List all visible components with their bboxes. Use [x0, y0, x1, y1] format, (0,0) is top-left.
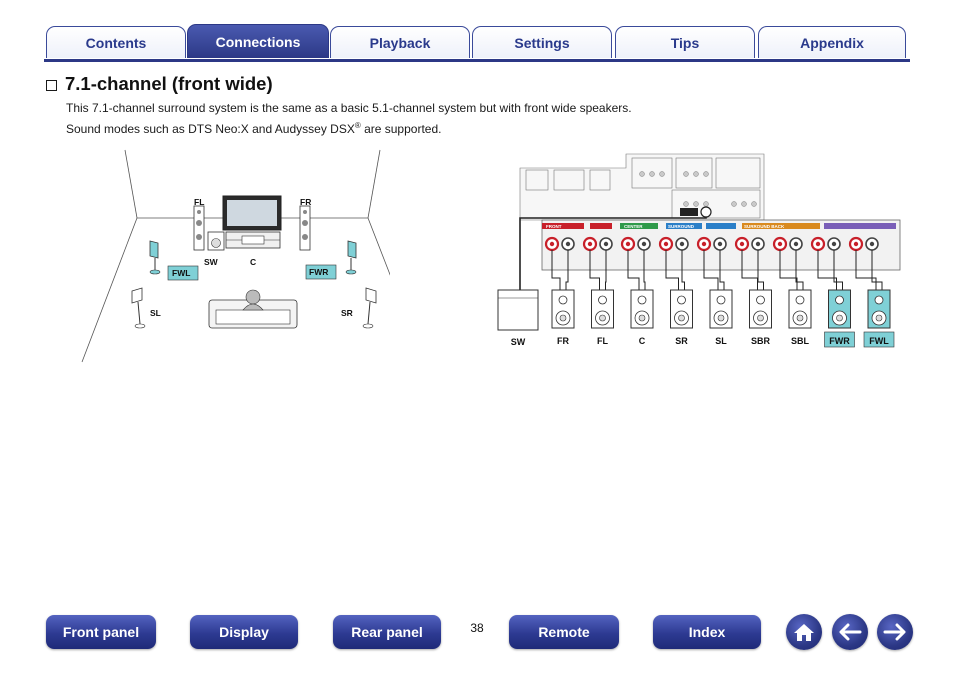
speaker-sr-icon	[362, 287, 377, 329]
section-description: This 7.1-channel surround system is the …	[66, 99, 632, 138]
rear-panel-button[interactable]: Rear panel	[333, 615, 441, 649]
room-layout-diagram: FL FR SW C FWL FWR SL SR	[81, 149, 390, 363]
display-button[interactable]: Display	[190, 615, 298, 649]
label-c: C	[250, 257, 256, 267]
registered-mark: ®	[354, 121, 361, 130]
tab-underline	[44, 59, 910, 62]
speaker-fr-icon	[551, 289, 575, 329]
terminal-label-center: CENTER	[624, 224, 643, 229]
speaker-label: SBL	[791, 336, 810, 346]
speaker-sr-icon	[670, 289, 693, 329]
tab-bar: Contents Connections Playback Settings T…	[44, 24, 910, 62]
page-title: 7.1-channel (front wide)	[65, 73, 273, 94]
speaker-fr-icon	[299, 205, 311, 251]
tv-icon	[222, 195, 282, 249]
section-heading: 7.1-channel (front wide)	[46, 73, 273, 95]
back-button[interactable]	[832, 614, 868, 650]
description-text: Sound modes such as DTS Neo:X and Audyss…	[66, 122, 355, 136]
speaker-label: FWR	[829, 336, 850, 346]
home-icon	[794, 624, 814, 641]
speaker-terminals	[544, 236, 879, 252]
speaker-label: SW	[511, 337, 526, 347]
speaker-sbl-icon	[788, 289, 812, 329]
tab-label: Appendix	[800, 34, 864, 51]
subwoofer-icon	[207, 231, 225, 251]
forward-button[interactable]	[877, 614, 913, 650]
tab-label: Tips	[670, 34, 700, 51]
button-label: Display	[219, 624, 269, 640]
tab-label: Contents	[85, 34, 147, 51]
button-label: Front panel	[62, 624, 140, 640]
label-fr: FR	[300, 197, 311, 207]
speaker-sbr-icon	[749, 289, 772, 329]
receiver-rear-panel-icon	[519, 153, 765, 221]
speaker-label: FWL	[869, 336, 889, 346]
label-sl: SL	[150, 308, 161, 318]
label-sr: SR	[341, 308, 353, 318]
home-button[interactable]	[786, 614, 822, 650]
speaker-fwr-icon	[345, 240, 357, 275]
speaker-fwl-icon	[867, 289, 891, 329]
terminal-label-surround-back: SURROUND BACK	[744, 224, 785, 229]
speaker-fl-icon	[591, 289, 614, 329]
speaker-label: C	[639, 336, 646, 346]
terminal-label-surround: SURROUND	[668, 224, 695, 229]
terminal-label-front: FRONT	[546, 224, 562, 229]
description-line-2: Sound modes such as DTS Neo:X and Audyss…	[66, 117, 632, 138]
speaker-label: SR	[675, 336, 688, 346]
speaker-label: SL	[715, 336, 727, 346]
label-fl: FL	[194, 197, 204, 207]
tab-label: Settings	[514, 34, 570, 51]
speaker-label: SBR	[751, 336, 771, 346]
page-number: 38	[470, 621, 484, 635]
tab-tips[interactable]: Tips	[615, 26, 755, 58]
arrow-left-icon	[839, 623, 862, 641]
tab-appendix[interactable]: Appendix	[758, 26, 906, 58]
label-fwr: FWR	[309, 267, 328, 277]
subwoofer-box-icon	[497, 289, 539, 331]
checkbox-icon	[46, 79, 57, 91]
description-text: are supported.	[360, 122, 442, 136]
tab-connections[interactable]: Connections	[187, 24, 329, 58]
tab-contents[interactable]: Contents	[46, 26, 186, 58]
label-sw: SW	[204, 257, 219, 267]
arrow-right-icon	[883, 623, 906, 641]
tab-settings[interactable]: Settings	[472, 26, 612, 58]
speaker-fwr-icon	[828, 289, 851, 329]
front-panel-button[interactable]: Front panel	[46, 615, 156, 649]
speaker-label: FR	[557, 336, 569, 346]
sofa-icon	[208, 289, 298, 329]
index-button[interactable]: Index	[653, 615, 761, 649]
tab-label: Connections	[215, 33, 301, 50]
label-fwl: FWL	[172, 268, 190, 278]
speaker-label: FL	[597, 336, 608, 346]
button-label: Index	[688, 624, 726, 640]
button-label: Remote	[538, 624, 590, 640]
speaker-sl-icon	[131, 287, 146, 329]
description-line-1: This 7.1-channel surround system is the …	[66, 101, 632, 115]
wiring-diagram: FRONT CENTER SURROUND SURROUND BACK FR FL…	[497, 153, 901, 348]
speaker-fl-icon	[193, 205, 205, 251]
speaker-sl-icon	[709, 289, 733, 329]
speaker-fwl-icon	[149, 240, 161, 275]
remote-button[interactable]: Remote	[509, 615, 619, 649]
tab-playback[interactable]: Playback	[330, 26, 470, 58]
tab-label: Playback	[369, 34, 431, 51]
speaker-c-icon	[630, 289, 654, 329]
button-label: Rear panel	[351, 624, 423, 640]
